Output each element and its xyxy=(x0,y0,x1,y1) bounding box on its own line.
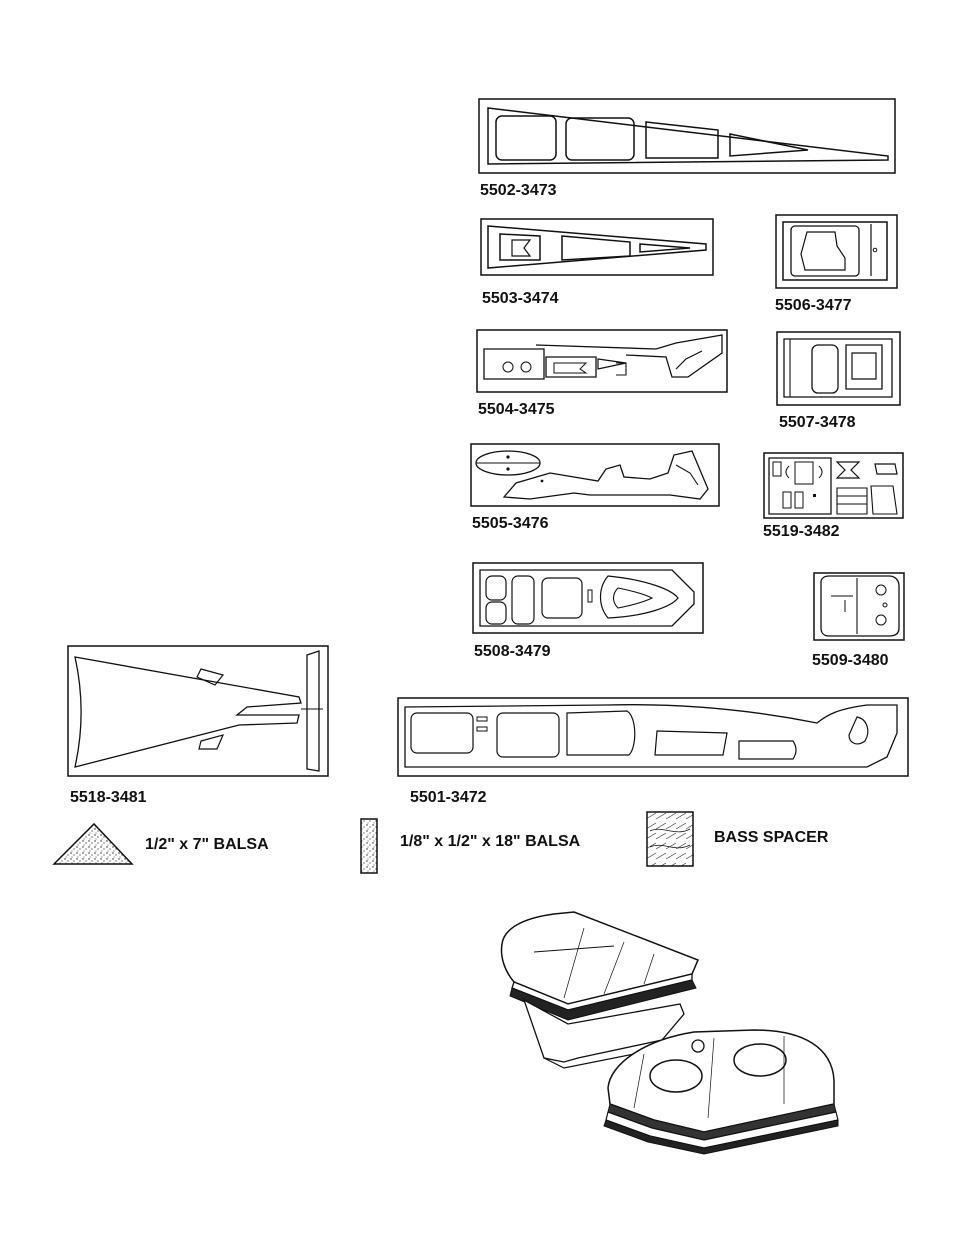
part-5502-3473 xyxy=(478,98,896,174)
label-5508-3479: 5508-3479 xyxy=(474,643,551,660)
label-5509-3480: 5509-3480 xyxy=(812,652,889,669)
triangle-balsa-shape xyxy=(52,822,134,866)
part-5507-3478 xyxy=(776,331,901,406)
part-5503-3474-drawing xyxy=(480,218,714,276)
label-5501-3472: 5501-3472 xyxy=(410,789,487,806)
part-5501-3472-drawing xyxy=(397,697,909,777)
stick-balsa-shape xyxy=(360,818,378,874)
part-5505-3476-drawing xyxy=(470,443,720,507)
part-5509-3480 xyxy=(813,572,905,641)
part-5508-3479 xyxy=(472,562,704,634)
part-5508-3479-drawing xyxy=(472,562,704,634)
part-5504-3475-drawing xyxy=(476,329,728,393)
triangle-balsa-icon xyxy=(52,822,134,866)
label-5518-3481: 5518-3481 xyxy=(70,789,147,806)
part-5518-3481 xyxy=(67,645,329,777)
part-5519-3482-drawing xyxy=(763,452,904,519)
part-5519-3482 xyxy=(763,452,904,519)
part-5507-3478-drawing xyxy=(776,331,901,406)
part-5504-3475 xyxy=(476,329,728,393)
part-5502-3473-drawing xyxy=(478,98,896,174)
assembly-illustration xyxy=(484,908,856,1160)
label-5504-3475: 5504-3475 xyxy=(478,401,555,418)
part-5509-3480-drawing xyxy=(813,572,905,641)
label-5519-3482: 5519-3482 xyxy=(763,523,840,540)
legend-triangle-balsa: 1/2" x 7" BALSA xyxy=(145,836,269,853)
label-5507-3478: 5507-3478 xyxy=(779,414,856,431)
label-5503-3474: 5503-3474 xyxy=(482,290,559,307)
bass-spacer-icon xyxy=(646,811,694,867)
part-5501-3472 xyxy=(397,697,909,777)
part-5518-3481-drawing xyxy=(67,645,329,777)
part-5503-3474 xyxy=(480,218,714,276)
part-5506-3477 xyxy=(775,214,898,289)
stick-balsa-icon xyxy=(360,818,378,874)
legend-stick-balsa: 1/8" x 1/2" x 18" BALSA xyxy=(400,833,581,850)
bass-spacer-shape xyxy=(646,811,694,867)
label-5505-3476: 5505-3476 xyxy=(472,515,549,532)
part-5506-3477-drawing xyxy=(775,214,898,289)
legend-bass-spacer: BASS SPACER xyxy=(714,829,829,846)
label-5502-3473: 5502-3473 xyxy=(480,182,557,199)
part-5505-3476 xyxy=(470,443,720,507)
assembly-illustration-drawing xyxy=(484,908,856,1160)
label-5506-3477: 5506-3477 xyxy=(775,297,852,314)
